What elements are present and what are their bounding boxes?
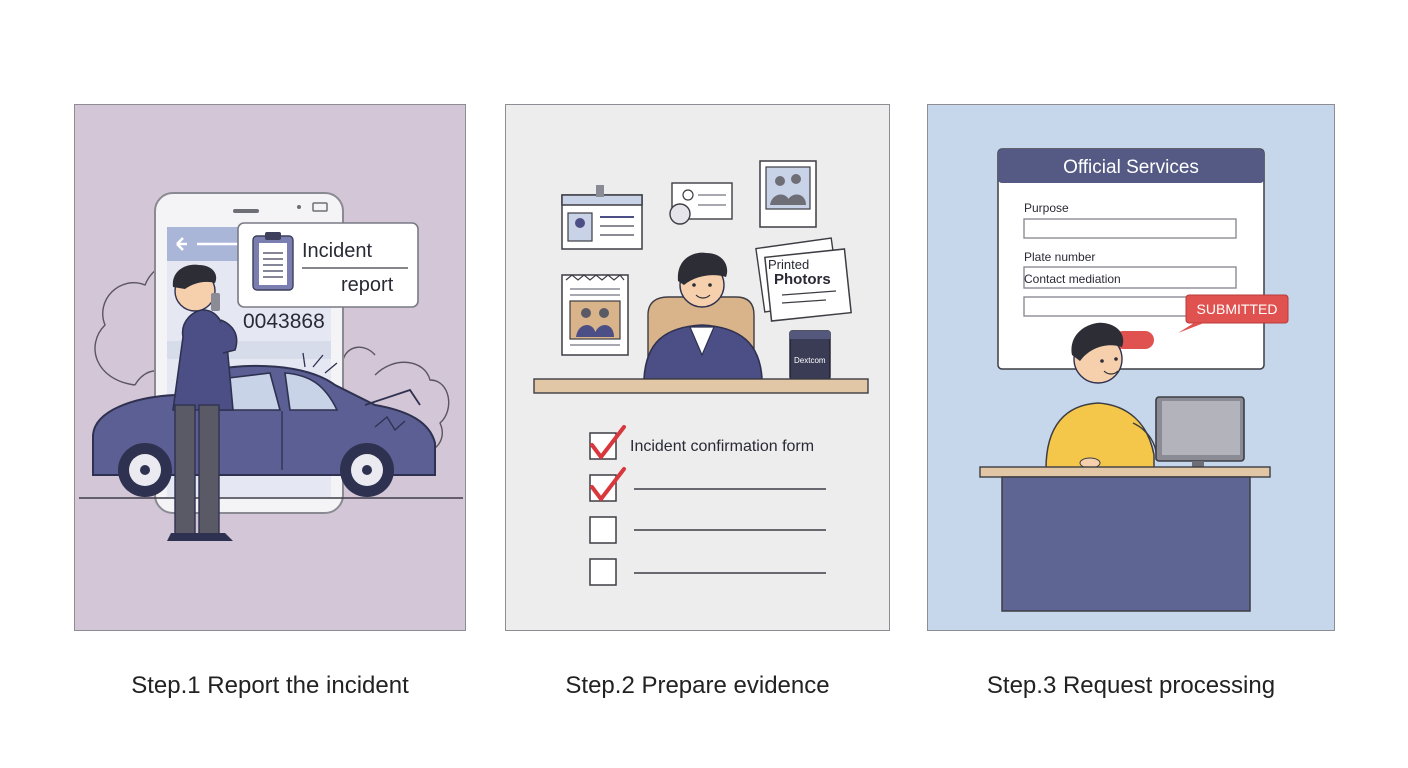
person-at-desk xyxy=(643,252,763,380)
form-title: Official Services xyxy=(1063,157,1199,178)
form-field-label: Purpose xyxy=(1024,201,1069,215)
step-1-caption: Step.1 Report the incident xyxy=(131,672,409,699)
document-device-icon xyxy=(789,330,831,380)
checklist-item xyxy=(589,467,826,502)
photo-icon xyxy=(759,160,817,228)
person-at-computer xyxy=(1045,322,1157,470)
step-3-caption: Step.3 Request processing xyxy=(986,672,1276,699)
step-3-illustration: Official Services Purpose Plate number C… xyxy=(927,104,1335,631)
checkmark-icon xyxy=(590,425,626,459)
step-2-illustration: Printed Photors Dextcom xyxy=(505,104,890,631)
desk xyxy=(533,378,869,394)
checklist xyxy=(589,425,826,586)
phone-number-text: 0043868 xyxy=(243,310,325,333)
report-card-line2: report xyxy=(341,274,394,296)
checkmark-icon xyxy=(590,467,626,501)
checklist-item-label: Incident confirmation form xyxy=(630,438,814,455)
photos-card-line2: Photors xyxy=(774,271,831,288)
step-1-illustration: 0043868 Incident report xyxy=(74,104,466,631)
pinned-card-icon xyxy=(669,182,733,225)
id-card-icon xyxy=(561,185,643,250)
incident-report-card xyxy=(237,222,419,308)
submitted-badge-text: SUBMITTED xyxy=(1197,301,1278,317)
device-label: Dextcom xyxy=(794,356,826,365)
person-on-phone xyxy=(167,264,238,541)
form-field-label: Plate number xyxy=(1024,250,1095,264)
desk xyxy=(979,466,1271,612)
checklist-item xyxy=(589,425,626,460)
printed-photos-card xyxy=(755,237,852,322)
step-2-caption: Step.2 Prepare evidence xyxy=(565,672,830,699)
checklist-item xyxy=(589,516,826,544)
document-with-photo-icon xyxy=(561,274,629,356)
computer-monitor-icon xyxy=(1155,396,1245,473)
report-card-line1: Incident xyxy=(302,240,372,262)
photos-card-line1: Printed xyxy=(768,257,809,272)
checklist-item xyxy=(589,558,826,586)
submitted-badge xyxy=(1178,294,1289,333)
form-field-label: Contact mediation xyxy=(1024,272,1121,286)
